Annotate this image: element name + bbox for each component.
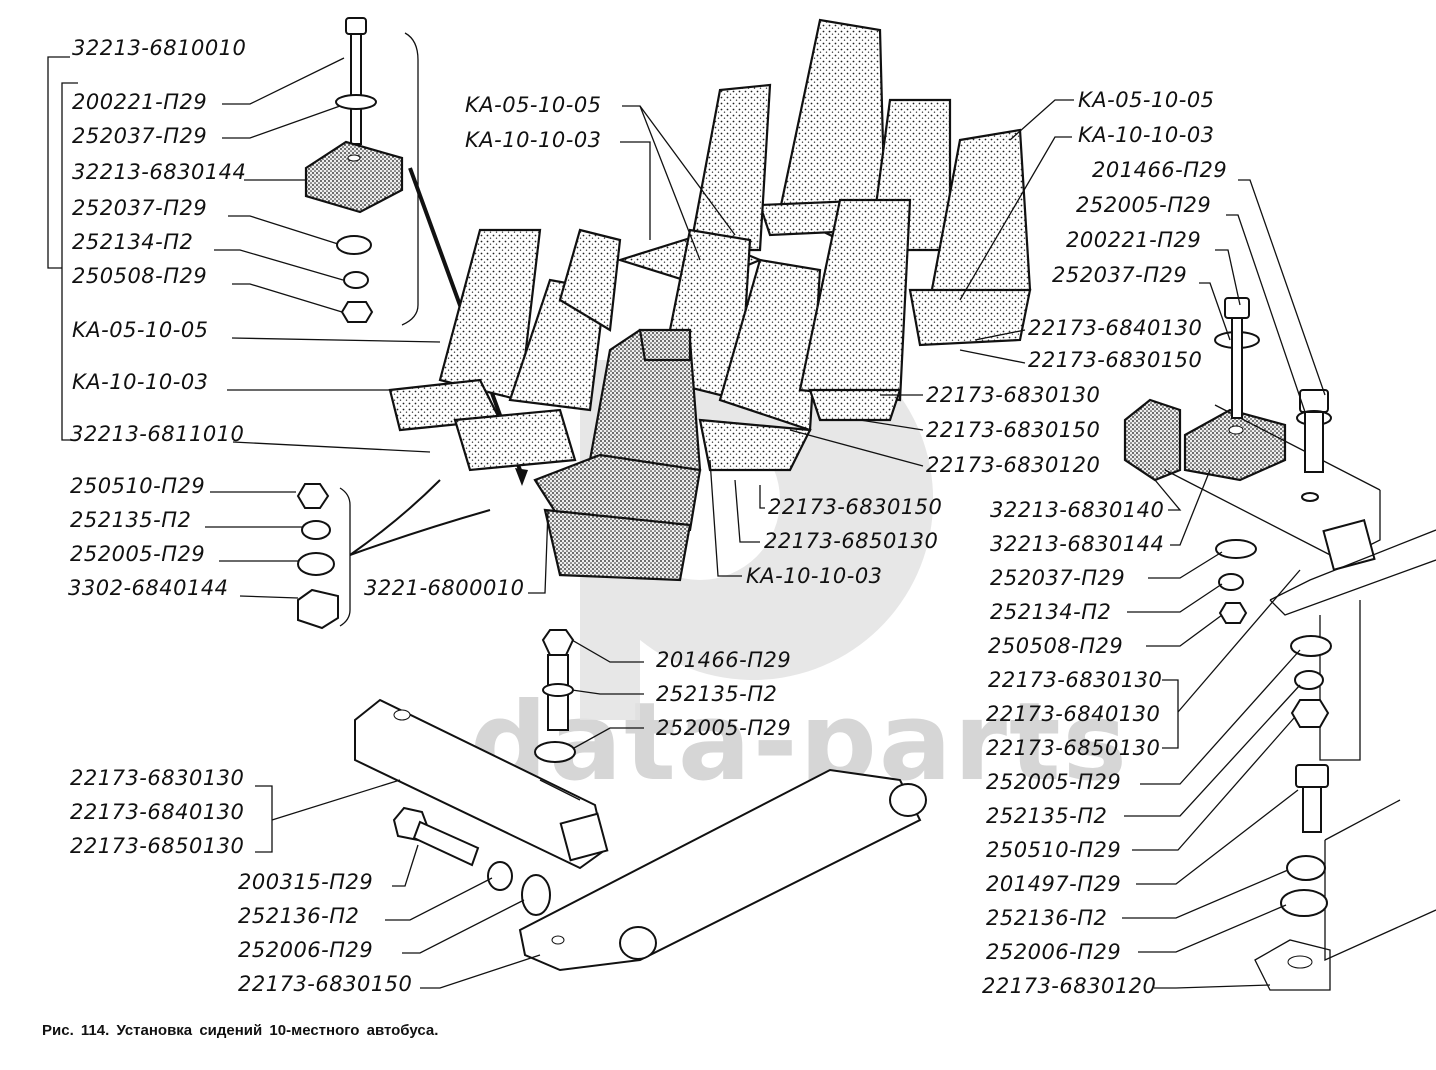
part-label: 32213-6811010 [70,422,245,446]
part-label: 22173-6830150 [238,972,413,996]
clamp-plate-3302-6840144 [297,588,339,630]
part-label: KA-10-10-03 [746,564,883,588]
part-label: 22173-6840130 [986,702,1161,726]
part-label: 252037-П29 [1052,263,1188,287]
part-label: 252005-П29 [70,542,206,566]
part-label: 22173-6830130 [988,668,1163,692]
part-label: 252135-П2 [70,508,192,532]
part-label: 22173-6830150 [1028,348,1203,372]
part-label: 200315-П29 [238,870,374,894]
part-label: 252005-П29 [656,716,792,740]
part-label: KA-05-10-05 [465,93,602,117]
washer-252037 [336,235,372,255]
part-label: 252136-П2 [986,906,1108,930]
part-label: KA-05-10-05 [1078,88,1215,112]
part-label: 22173-6840130 [1028,316,1203,340]
part-label: 252134-П2 [72,230,194,254]
label-assembly-32213-6810010: 32213-6810010 [72,36,247,60]
part-label: 200221-П29 [1066,228,1202,252]
lock-washer-252135 [301,520,331,540]
bottom-bracket-assembly [354,698,927,972]
part-label: 201466-П29 [1092,158,1228,182]
leader-lines [205,57,1326,989]
passenger-seats [388,18,1032,582]
center-bolt-stack [534,629,576,763]
frame-rail-assembly [1123,297,1436,991]
part-label: 32213-6830144 [990,532,1165,556]
lock-washer-252134 [343,271,369,289]
part-label: 201497-П29 [986,872,1122,896]
part-label: 22173-6850130 [986,736,1161,760]
part-label: KA-10-10-03 [72,370,209,394]
part-label: 252037-П29 [72,124,208,148]
part-label: 22173-6850130 [764,529,939,553]
part-label: 252134-П2 [990,600,1112,624]
part-label: 22173-6830120 [926,453,1101,477]
figure-caption: Рис. 114. Установка сидений 10-местного … [42,1022,439,1039]
nut-250510 [296,483,330,509]
part-label: 252037-П29 [72,196,208,220]
bolt-200221 [335,17,377,145]
part-label: 252006-П29 [238,938,374,962]
part-label: 22173-6850130 [70,834,245,858]
part-label: 32213-6830140 [990,498,1165,522]
part-label: 252135-П2 [986,804,1108,828]
part-label: 252005-П29 [1076,193,1212,217]
part-label: 201466-П29 [656,648,792,672]
part-label: 3302-6840144 [68,576,229,600]
part-label: KA-10-10-03 [1078,123,1215,147]
part-label: 250510-П29 [70,474,206,498]
part-label: 250510-П29 [986,838,1122,862]
label-driver-seat: 3221-6800010 [364,576,525,600]
part-label: 22173-6830130 [70,766,245,790]
part-label: KA-05-10-05 [72,318,209,342]
part-label: 22173-6830130 [926,383,1101,407]
part-label: 22173-6840130 [70,800,245,824]
part-label: 250508-П29 [72,264,208,288]
part-label: 252136-П2 [238,904,360,928]
part-label: KA-10-10-03 [465,128,602,152]
part-label: 22173-6830120 [982,974,1157,998]
part-label: 22173-6830150 [926,418,1101,442]
part-label: 252135-П2 [656,682,778,706]
nut-250508 [340,301,374,323]
part-label: 200221-П29 [72,90,208,114]
left-group-brackets [47,32,419,627]
watermark-text: data-parts [470,680,1129,805]
part-label: 252005-П29 [986,770,1122,794]
cushion-block-32213-6830144 [304,140,404,214]
part-label: 252037-П29 [990,566,1126,590]
part-label: 22173-6830150 [768,495,943,519]
part-label: 250508-П29 [988,634,1124,658]
part-label: 32213-6830144 [72,160,247,184]
washer-252005 [297,552,335,576]
part-label: 252006-П29 [986,940,1122,964]
